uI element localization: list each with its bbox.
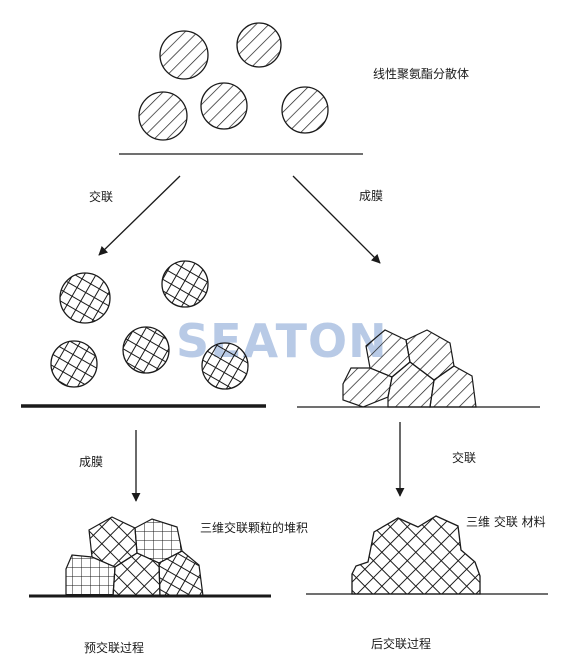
particle	[236, 22, 282, 68]
dispersion-label: 线性聚氨酯分散体	[373, 66, 469, 81]
film-left-label: 成膜	[79, 455, 103, 469]
film-right-label: 成膜	[359, 189, 383, 203]
arrow-film-right	[292, 175, 381, 264]
pre-crosslink-caption: 预交联过程	[84, 640, 144, 655]
particle	[159, 30, 209, 80]
particle	[50, 340, 98, 388]
dispersion-particles	[138, 22, 329, 141]
particle	[200, 82, 248, 130]
particle	[281, 86, 329, 134]
particle	[122, 326, 170, 374]
crosslinked-stack	[65, 516, 204, 597]
particle	[138, 91, 188, 141]
film-stack	[342, 329, 477, 408]
post-crosslink-caption: 后交联过程	[371, 636, 431, 651]
crosslink-left-label: 交联	[89, 189, 113, 204]
particle	[161, 260, 209, 308]
arrow-crosslink-left	[98, 175, 181, 256]
crosslink-right-label: 交联	[452, 450, 476, 465]
crosslinked-material	[351, 515, 481, 595]
crosslinked-particles	[50, 260, 249, 390]
particle	[59, 272, 111, 324]
particle	[201, 342, 249, 390]
stacking-label: 三维交联颗粒的堆积	[200, 520, 308, 535]
material-label: 三维 交联 材料	[466, 514, 546, 529]
